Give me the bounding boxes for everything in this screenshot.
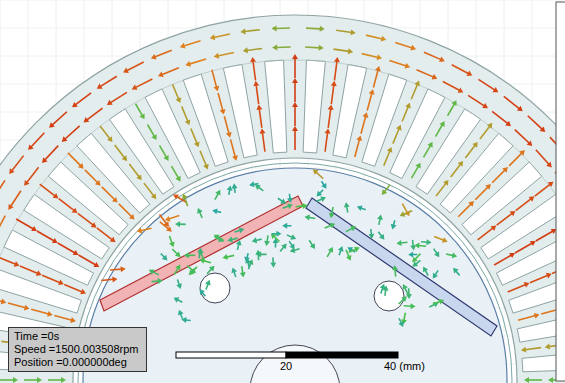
scale-label: 20 bbox=[280, 360, 292, 372]
info-box: Time =0sSpeed =1500.003508rpmPosition =0… bbox=[8, 327, 147, 372]
scale-bar bbox=[176, 352, 398, 358]
status-text: Time =0s bbox=[14, 330, 141, 343]
flux-vectors bbox=[0, 25, 565, 383]
legend-panel bbox=[556, 2, 565, 381]
status-text: Speed =1500.003508rpm bbox=[14, 343, 141, 356]
stator bbox=[0, 15, 565, 383]
status-text: Position =0.000000deg bbox=[14, 356, 141, 369]
scale-label: 40 (mm) bbox=[384, 360, 425, 372]
